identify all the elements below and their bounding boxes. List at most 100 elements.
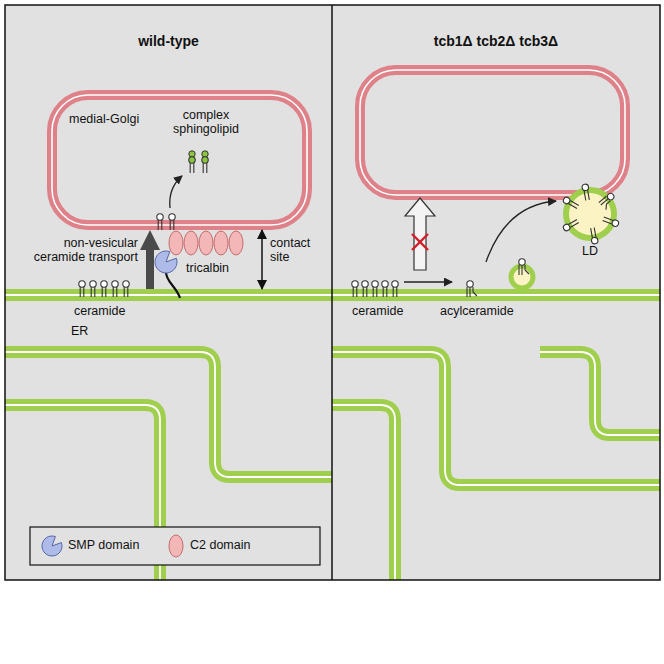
lipid-head xyxy=(591,237,598,244)
lipid-glyph xyxy=(189,151,195,173)
sugar-head xyxy=(189,151,195,157)
lipid-head xyxy=(611,219,619,227)
lipid-glyph xyxy=(599,192,618,210)
lipid-glyph xyxy=(79,281,85,297)
lipid-head xyxy=(112,281,118,287)
lipid-tail xyxy=(373,287,374,297)
lipid-tail xyxy=(594,227,596,237)
transport-arrow xyxy=(146,242,154,289)
lipid-tail xyxy=(521,265,522,275)
lipid-head xyxy=(606,192,615,201)
lipid-head xyxy=(582,184,589,191)
er-membrane xyxy=(5,352,332,477)
flip-arrows xyxy=(170,176,556,282)
lipid-tail xyxy=(116,287,117,297)
panel-divider xyxy=(331,5,333,580)
legend-swatches xyxy=(42,535,183,557)
edge-label: contact site xyxy=(268,236,330,265)
lipid-glyph xyxy=(392,281,398,297)
lipid-glyph xyxy=(169,214,175,230)
lipid-tail xyxy=(94,287,95,297)
panel: tcb1Δ tcb2Δ tcb3Δ LD xyxy=(332,5,662,580)
er-lumen-line xyxy=(332,405,395,580)
lipid-tail xyxy=(383,287,384,297)
lipid-tail xyxy=(518,265,519,275)
lipid-glyph xyxy=(602,216,619,228)
lipid-tail xyxy=(603,220,612,223)
c2-swatch xyxy=(169,535,183,557)
lipid-tail xyxy=(469,287,470,297)
lipid-tail xyxy=(568,204,577,209)
er-lumen-line xyxy=(5,352,332,477)
panel-heading: wild-type xyxy=(5,33,332,49)
sugar-head xyxy=(202,151,208,157)
contact-arrow xyxy=(261,230,263,289)
lipid-tail xyxy=(91,287,92,297)
lipid-tail xyxy=(591,228,593,238)
lipid-tail xyxy=(603,201,612,210)
lipid-tail xyxy=(473,287,477,296)
c2-domain xyxy=(229,231,243,255)
lipid-tail xyxy=(363,287,364,297)
molecule-label: ceramide xyxy=(352,304,422,318)
golgi-cisterna xyxy=(52,95,307,225)
lipid-head xyxy=(101,281,107,287)
lipid-glyph xyxy=(123,281,129,297)
lipid-glyph xyxy=(382,281,388,297)
flip-arrow xyxy=(170,176,182,208)
compartment-label: medial-Golgi xyxy=(69,112,189,126)
lipid-tail xyxy=(570,223,579,228)
hollow-arrow xyxy=(405,198,435,270)
lipid-tail xyxy=(568,219,577,224)
lipid-tail xyxy=(206,163,207,173)
panel-heading: tcb1Δ tcb2Δ tcb3Δ xyxy=(332,33,660,49)
lipid-tail xyxy=(158,220,159,230)
lipid-head xyxy=(123,281,129,287)
lipid-tail xyxy=(193,163,194,173)
lipid-tail xyxy=(393,287,394,297)
lipid-tail xyxy=(466,287,467,297)
lipid-glyph xyxy=(519,259,529,275)
lipid-glyph xyxy=(562,218,579,232)
blocked-transport xyxy=(405,198,435,270)
legend-box xyxy=(30,527,320,565)
lipid-tail xyxy=(356,287,357,297)
lipid-tail xyxy=(376,287,377,297)
c2-domain xyxy=(214,231,228,255)
lipid-head xyxy=(382,281,388,287)
er-lumen-line xyxy=(332,352,660,485)
legend-text: C2 domain xyxy=(190,538,250,552)
lipid-glyph xyxy=(157,214,163,230)
compartment-label: LD xyxy=(582,244,612,258)
golgi-cisterna xyxy=(52,70,625,225)
smp-domain xyxy=(155,251,177,273)
lipid-head xyxy=(169,214,175,220)
lipid-glyph xyxy=(362,281,368,297)
lipid-tail xyxy=(396,287,397,297)
lipid-tail xyxy=(203,163,204,173)
block-cross xyxy=(412,234,428,250)
lipid-tail xyxy=(83,287,84,297)
molecule-label: complex sphingolipid xyxy=(150,108,262,137)
c2-domain xyxy=(184,231,198,255)
panel: wild-type medial-GolgiER xyxy=(5,5,334,580)
golgi-lumen-line xyxy=(360,70,625,195)
lipid-tail xyxy=(588,190,590,200)
lipid-tail xyxy=(105,287,106,297)
molecule-label: ceramide xyxy=(74,304,154,318)
lipid-head xyxy=(467,281,473,287)
process-label: non-vesicular ceramide transport xyxy=(10,236,138,265)
lipid-glyph xyxy=(352,281,358,297)
molecule-label: acylceramide xyxy=(440,304,530,318)
lipid-tail xyxy=(102,287,103,297)
lipid-tail xyxy=(386,287,387,297)
transmembrane-tail xyxy=(166,272,180,298)
lipid-tail xyxy=(570,200,579,205)
compartment-label: ER xyxy=(71,324,111,338)
lipid-tail xyxy=(353,287,354,297)
er-lumen-line xyxy=(540,352,660,435)
c2-domain xyxy=(199,231,213,255)
lipid-head xyxy=(189,157,195,163)
